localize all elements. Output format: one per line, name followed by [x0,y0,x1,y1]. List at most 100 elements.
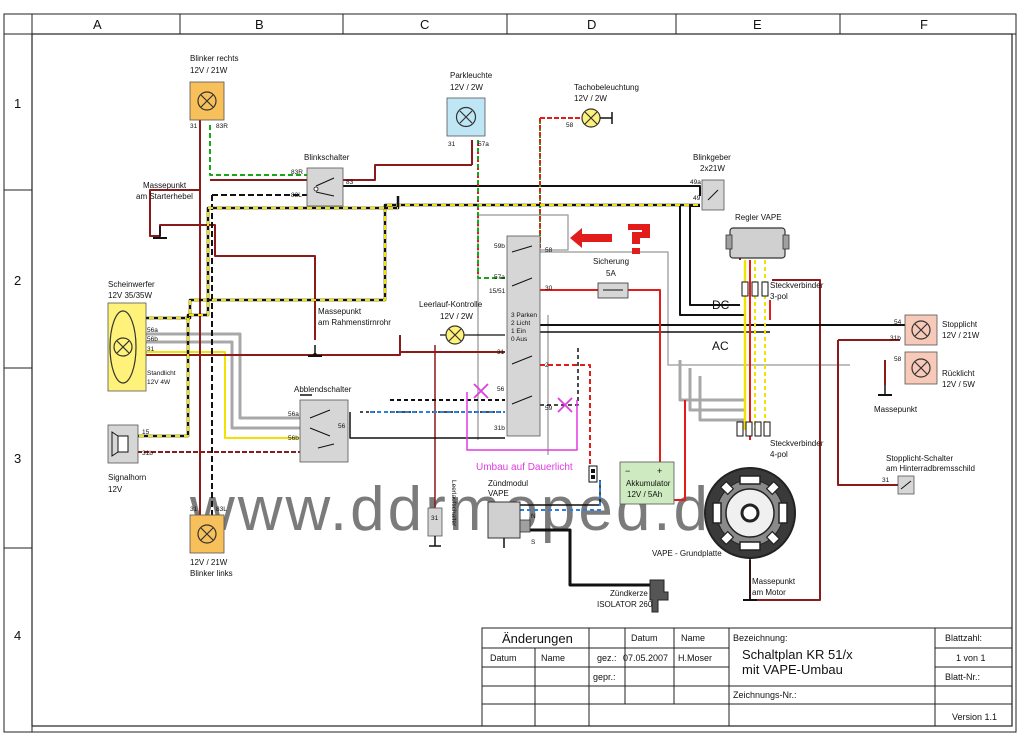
blattzahl-value: 1 von 1 [956,653,986,663]
dc-label: DC [712,298,730,312]
datum-column: Datum [490,653,517,663]
gez-label: gez.: [597,653,617,663]
pin-label: 57a [478,141,489,148]
regler-label: Regler VAPE [735,213,782,222]
pin-label: 31 [190,506,198,513]
pin-label: 58 [545,247,553,254]
grid-column-labels: A B C D E F [93,17,928,32]
pin-label: 59b [494,243,505,250]
signalhorn-label: Signalhorn [108,473,146,482]
leerlauf-kontrolle: Leerlauf-Kontrolle 12V / 2W [419,300,483,345]
stopplicht-schalter: Stopplicht-Schalter am Hinterradbremssch… [882,454,975,495]
masse-motor: Massepunkt am Motor [743,558,796,601]
blinkgeber-label: Blinkgeber [693,153,731,162]
wires [130,117,905,601]
switch-position: 1 Ein [511,328,526,335]
pin-label: 31b [142,450,153,457]
grid-row-2: 2 [14,273,21,288]
title-block [481,627,1013,727]
akkumulator: − + Akkumulator 12V / 5Ah [619,461,675,505]
leerlaufschalter-label: Leerlaufschalter [450,480,457,527]
pin-label: 49 [693,195,701,202]
gez-datum: 07.05.2007 [623,653,668,663]
pin-label: 57a [494,274,505,281]
battery-minus: − [625,466,630,476]
blinker-rechts: Blinker rechts 12V / 21W 31 83R [189,54,238,130]
pin-label: 56b [147,336,158,343]
stopplicht-label: Stopplicht [942,320,978,329]
title-block-text: Änderungen Datum Name Datum Name gez.: 0… [490,631,997,722]
pin-label: 56a [288,411,299,418]
zuendmodul-label: Zündmodul [488,479,528,488]
switch-position: 2 Licht [511,320,530,327]
blinker-links-label: Blinker links [190,569,233,578]
parkleuchte-spec: 12V / 2W [450,83,483,92]
parkleuchte: Parkleuchte 12V / 2W 31 57a [446,71,493,148]
masse-starter-label: Massepunkt [143,181,187,190]
pin-label: 30 [545,285,553,292]
zuendkerze-label: Zündkerze [610,589,648,598]
pin-label: 56a [147,327,158,334]
masse-heck-label: Massepunkt [874,405,918,414]
leerlauf-kontrolle-label: Leerlauf-Kontrolle [419,300,483,309]
pin-label: 2 [545,362,549,369]
masse-rahmenstirnrohr: Massepunkt am Rahmenstirnrohr [308,307,391,357]
steck4-sub: 4-pol [770,450,788,459]
stopplicht-schalter-label: Stopplicht-Schalter [886,454,953,463]
version-label: Version 1.1 [952,712,997,722]
masse-motor-label: Massepunkt [752,577,796,586]
ac-label: AC [712,339,729,353]
masse-starter-sub: am Starterhebel [136,192,193,201]
dauerlicht-markers: Umbau auf Dauerlicht [473,383,573,473]
scheinwerfer-label: Scheinwerfer [108,280,155,289]
stopplicht-schalter-sub: am Hinterradbremsschild [886,464,975,473]
ruecklicht-spec: 12V / 5W [942,380,975,389]
scheinwerfer: Scheinwerfer 12V 35/35W 56a 56b 31 Stand… [107,280,176,392]
standlicht-label: Standlicht [147,370,176,377]
datum-heading: Datum [631,633,658,643]
blinker-links-spec: 12V / 21W [190,558,228,567]
gez-name: H.Moser [678,653,712,663]
steck4-label: Steckverbinder [770,439,824,448]
steckverbinder-4pol: Steckverbinder 4-pol [736,421,824,459]
zuendmodul-sub: VAPE [488,489,509,498]
grid-row-4: 4 [14,628,21,643]
blinkschalter: Blinkschalter 83R 83L 83 [291,153,354,207]
sicherung-label: Sicherung [593,257,629,266]
pin-label: 31 [190,123,198,130]
pin-label: 56b [288,435,299,442]
red-arrow-marker [570,224,650,254]
pin-label: 31 [147,346,155,353]
blinker-links: 31 83L 12V / 21W Blinker links [189,506,233,578]
masse-heck: Massepunkt [874,385,918,414]
pin-label: 31 [448,141,456,148]
regler-vape: Regler VAPE [725,213,790,259]
blinker-rechts-spec: 12V / 21W [190,66,228,75]
vape-grundplatte: VAPE - Grundplatte [652,467,796,559]
switch-position: 0 Aus [511,336,528,343]
blinkgeber-spec: 2x21W [700,164,725,173]
tachobeleuchtung: Tachobeleuchtung 12V / 2W 58 [566,83,639,129]
name-heading: Name [681,633,705,643]
signalhorn-spec: 12V [108,485,123,494]
pin-label: 83L [291,192,302,199]
pin-label: 54 [894,319,902,326]
zeichnungs-nr-label: Zeichnungs-Nr.: [733,690,797,700]
akkumulator-spec: 12V / 5Ah [627,490,662,499]
grid-col-a: A [93,17,102,32]
pin-label: 56 [338,423,346,430]
battery-plus: + [657,466,662,476]
aenderungen-heading: Änderungen [502,631,573,646]
pin-label: 31b [890,335,901,342]
blinkgeber: Blinkgeber 2x21W 49a 49 [690,153,731,211]
zuendmodul: Zündmodul VAPE N S [487,479,536,548]
sicherung-spec: 5A [606,269,616,278]
pin-label: 83R [291,169,303,176]
tacho-label: Tachobeleuchtung [574,83,639,92]
scheinwerfer-spec: 12V 35/35W [108,291,152,300]
leerlauf-kontrolle-spec: 12V / 2W [440,312,473,321]
pin-label: S [531,539,536,546]
name-column: Name [541,653,565,663]
abblendschalter: Abblendschalter 56a 56b 56 [288,385,352,463]
